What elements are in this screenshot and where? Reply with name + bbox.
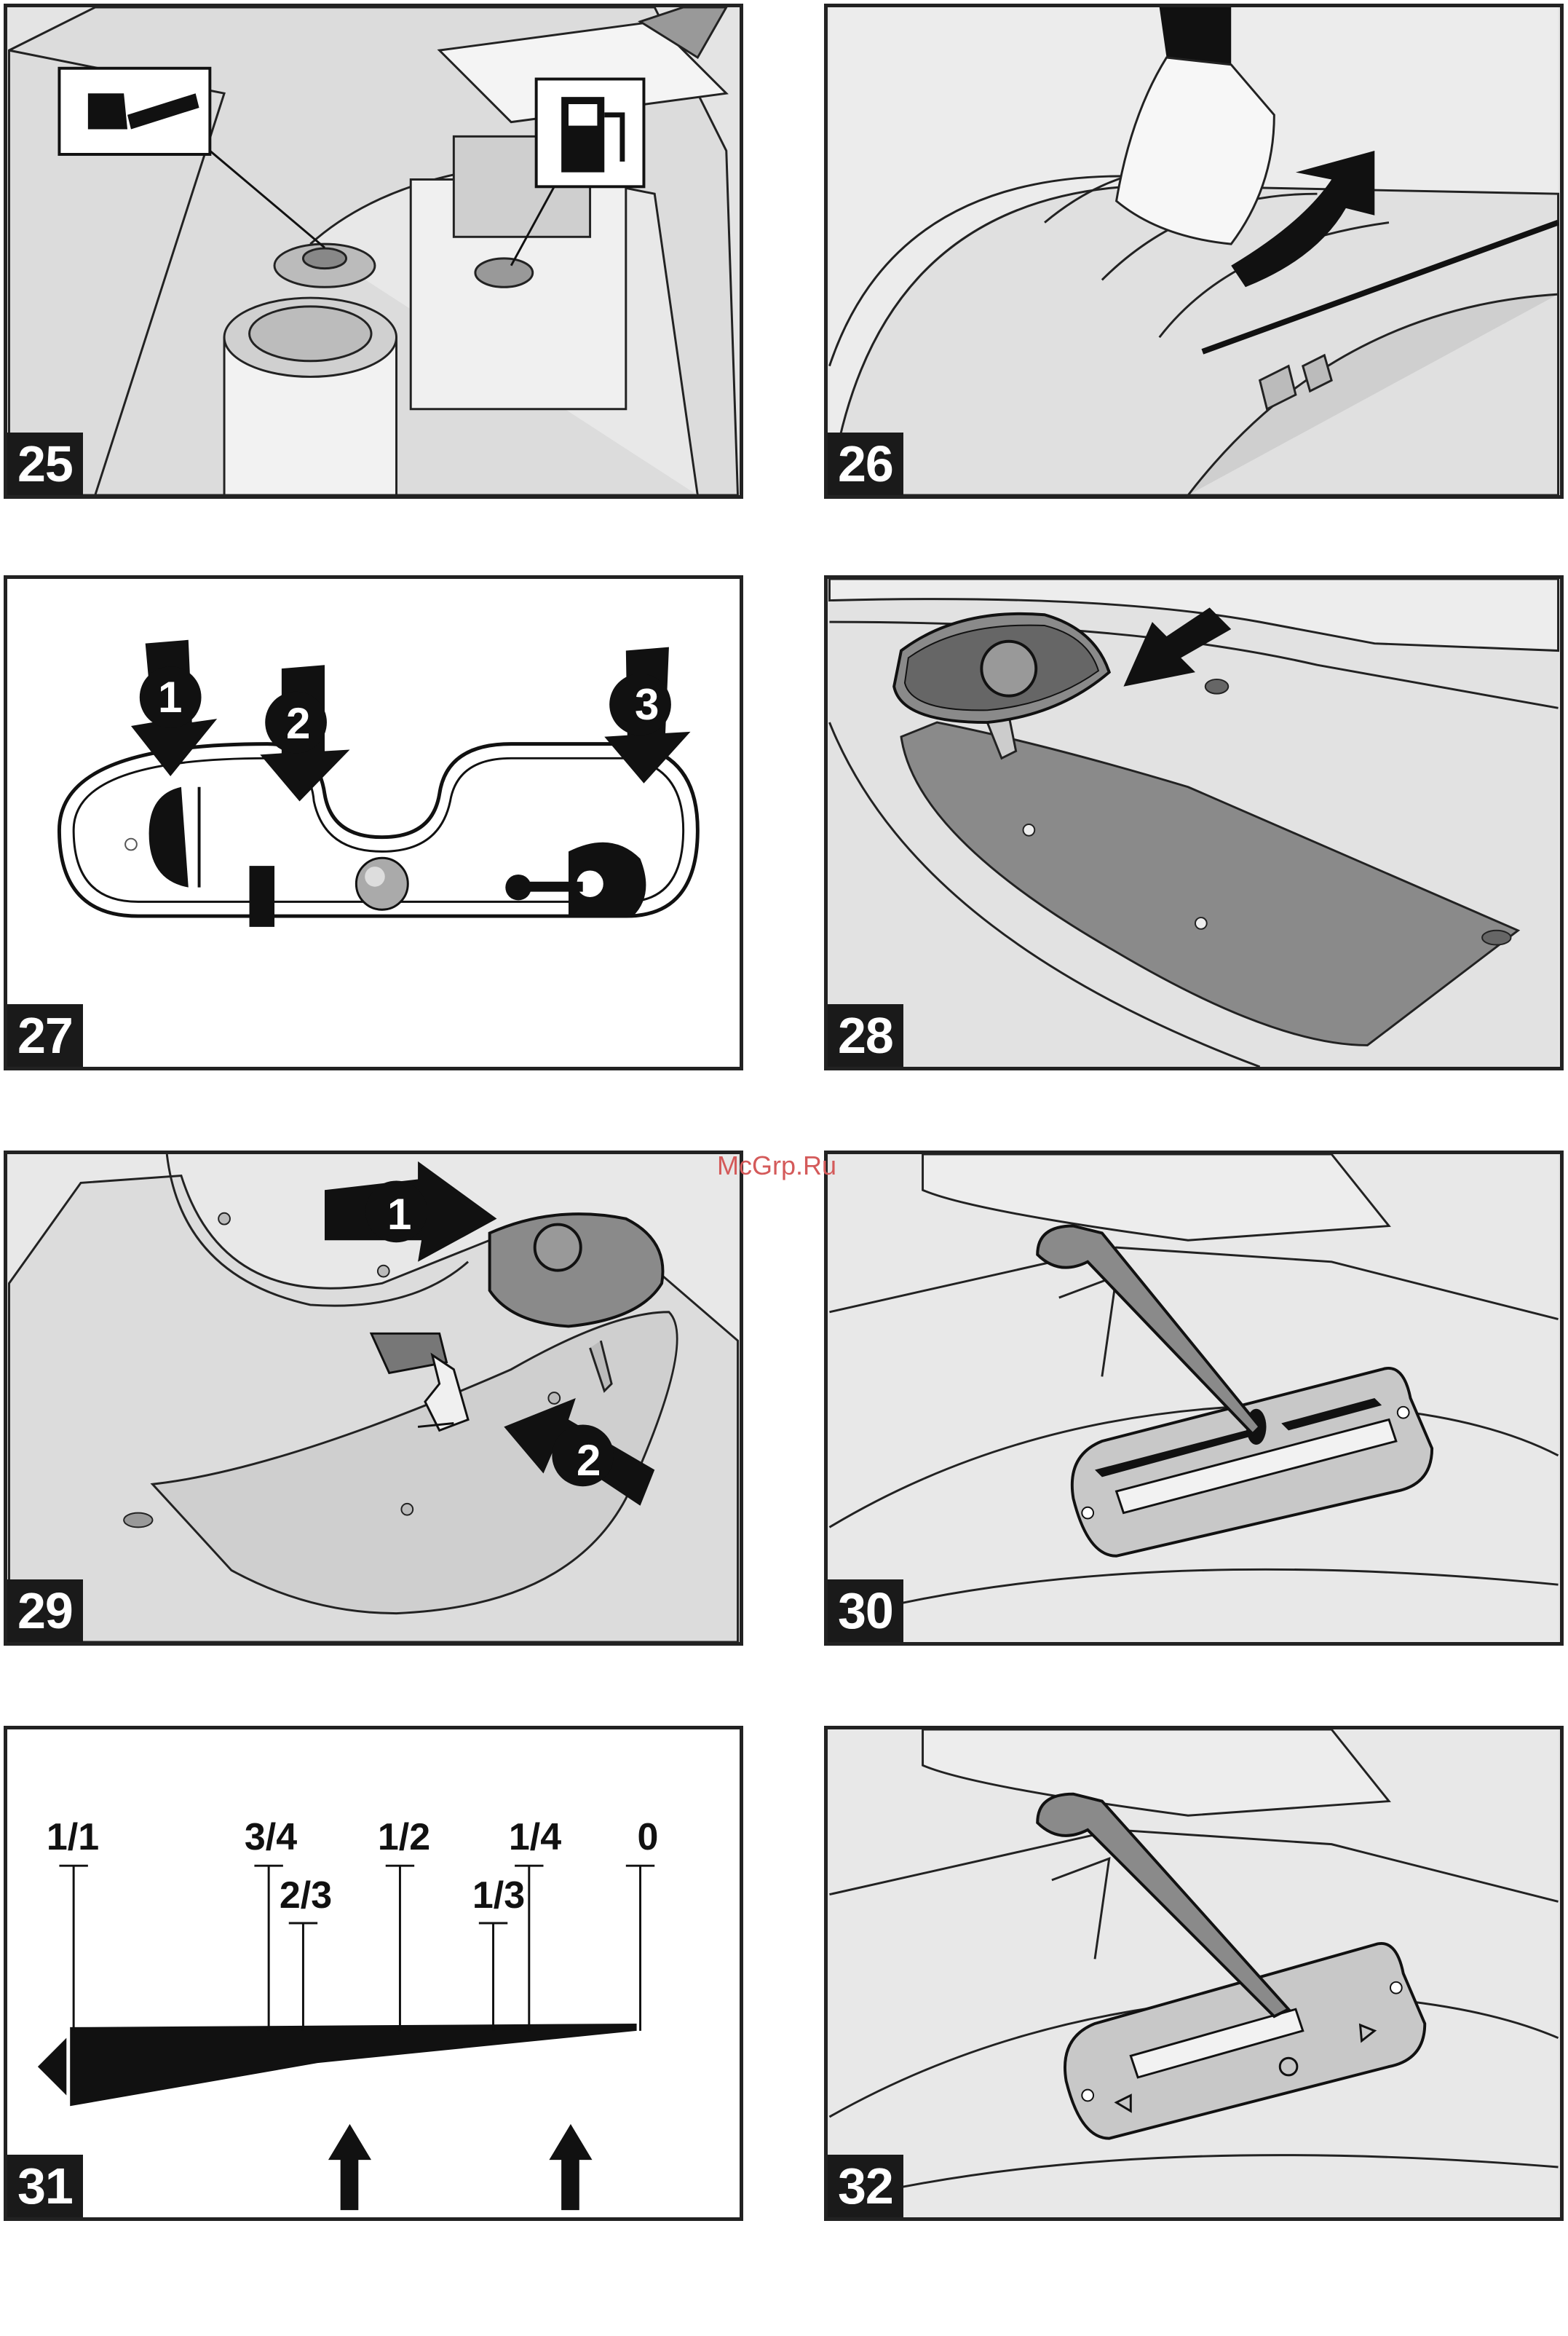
- scale-label: 2/3: [280, 1874, 332, 1917]
- scale-label: 0: [638, 1815, 659, 1859]
- parking-brake-illustration: [7, 1154, 740, 1642]
- figure-26-panel: 26: [824, 4, 1564, 499]
- figure-28-panel: 28: [824, 575, 1564, 1070]
- cutting-height-scale-illustration: [7, 1729, 740, 2217]
- figure-25-panel: 25: [4, 4, 743, 499]
- callout-1: 1: [158, 672, 181, 723]
- figure-number: 28: [828, 1004, 903, 1067]
- figure-30-panel: 30: [824, 1151, 1564, 1646]
- scale-left-arrow: [38, 2038, 66, 2096]
- grass-catcher-illustration: [828, 7, 1560, 495]
- callout-2: 2: [286, 698, 309, 749]
- refuel-oil-illustration: [7, 7, 740, 495]
- control-panel-illustration: [7, 579, 740, 1067]
- figure-number: 29: [7, 1579, 83, 1642]
- scale-wedge: [70, 2024, 636, 2106]
- scale-label: 1/3: [472, 1874, 525, 1917]
- figure-27-panel: 1 2 3 27: [4, 575, 743, 1070]
- callout-2: 2: [577, 1435, 600, 1486]
- brake-pedal-illustration: [828, 579, 1560, 1067]
- figure-number: 27: [7, 1004, 83, 1067]
- figure-31-panel: 1/1 3/4 2/3 1/2 1/3 1/4 0 31: [4, 1726, 743, 2221]
- scale-label: 1/4: [509, 1815, 561, 1859]
- figure-number: 25: [7, 433, 83, 495]
- figure-number: 26: [828, 433, 903, 495]
- scale-label: 1/1: [47, 1815, 99, 1859]
- scale-label: 1/2: [378, 1815, 430, 1859]
- callout-3: 3: [635, 679, 658, 730]
- figure-32-panel: 32: [824, 1726, 1564, 2221]
- callout-1: 1: [387, 1189, 411, 1240]
- scale-label: 3/4: [245, 1815, 297, 1859]
- watermark-text: McGrp.Ru: [717, 1151, 836, 1181]
- figure-number: 32: [828, 2155, 903, 2217]
- figure-number: 30: [828, 1579, 903, 1642]
- figure-number: 31: [7, 2155, 83, 2217]
- figure-29-panel: 1 2 29: [4, 1151, 743, 1646]
- speed-lever-illustration: [828, 1154, 1560, 1642]
- gear-selector-illustration: [828, 1729, 1560, 2217]
